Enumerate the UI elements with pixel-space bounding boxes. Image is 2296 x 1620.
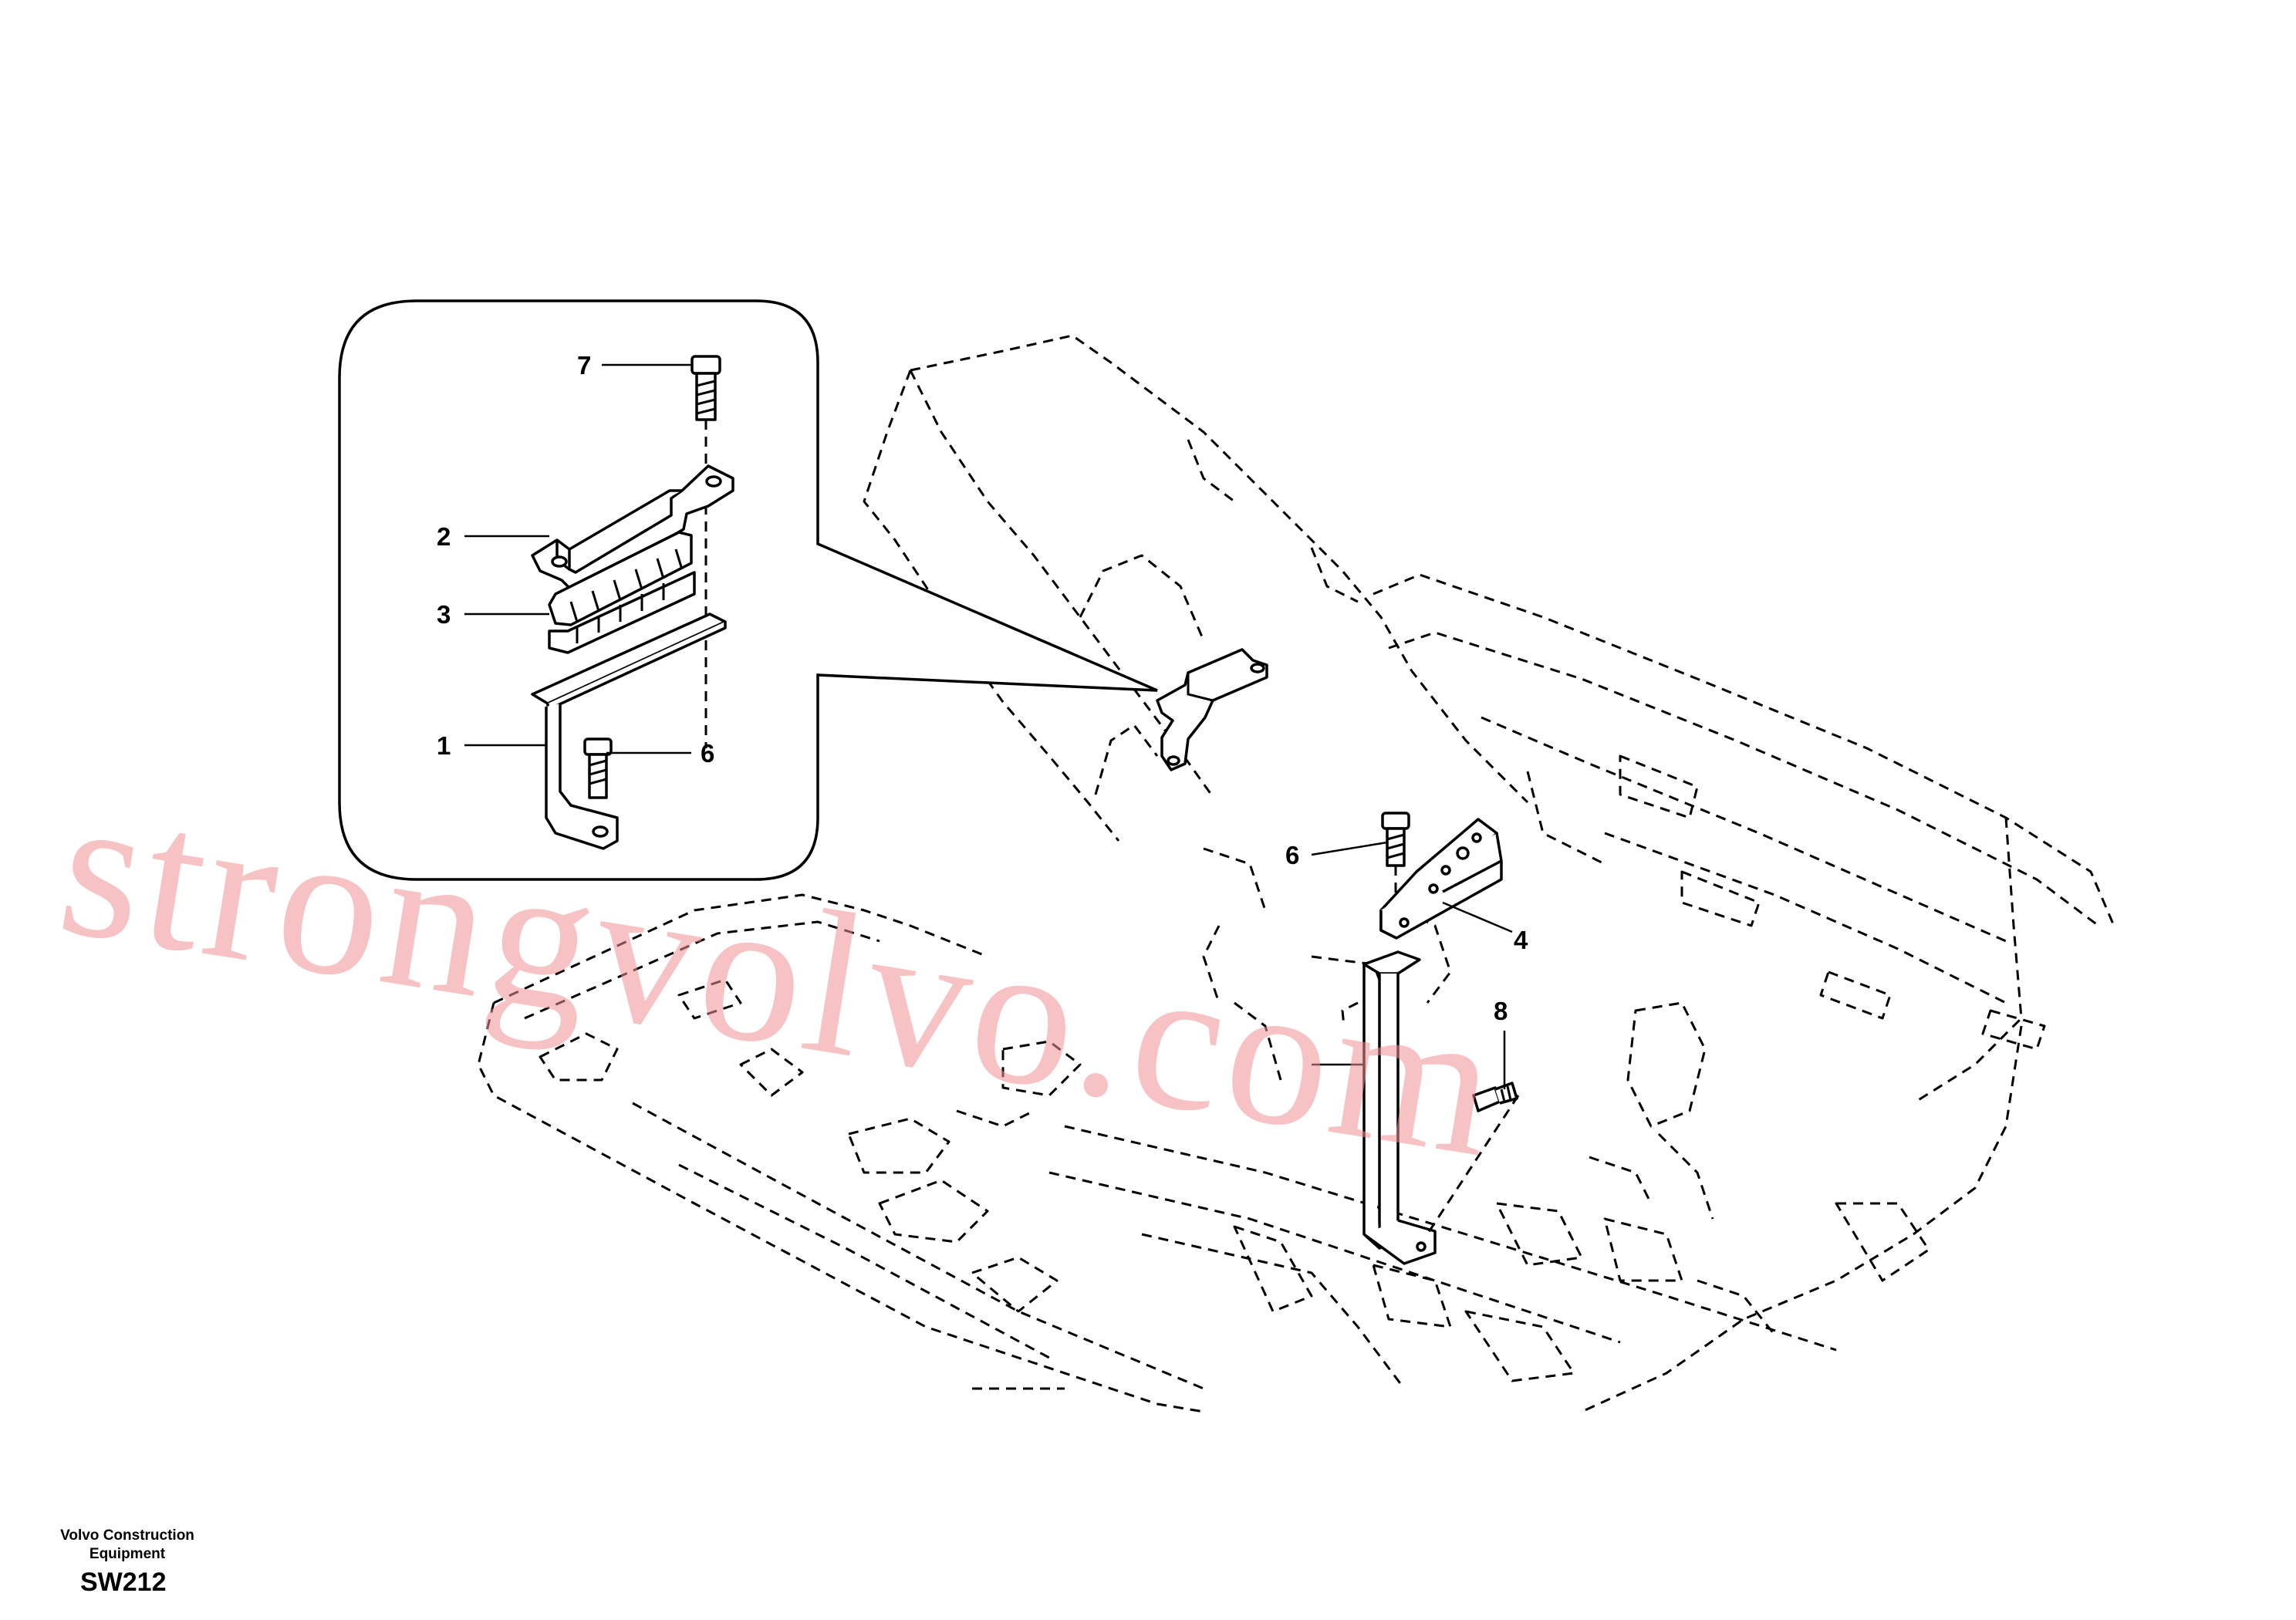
callout-1: 1 [437,731,451,760]
callout-3: 3 [437,600,451,629]
brand-line-2: Equipment [89,1546,166,1562]
plate-bracket-icon [1379,818,1503,940]
support-post-icon [1312,950,1437,1265]
callout-4: 4 [1514,926,1528,954]
detail-inset [338,299,1158,881]
leader-lines [464,363,1513,1089]
drawing-code: SW212 [80,1568,167,1597]
callout-labels: 7 2 3 1 6 6 4 8 [437,351,1528,1025]
brand-line-1: Volvo Construction [60,1527,194,1544]
boom-clamp-icon [1156,648,1268,771]
callout-6-main: 6 [1285,841,1299,869]
inset-frame [338,299,1158,881]
bolt-8-icon [1426,1082,1520,1235]
bolt-6-inset-icon [583,737,613,799]
inset-parts [531,355,734,850]
grommet-icon [548,531,696,654]
callout-2: 2 [437,522,451,551]
main-parts [1156,648,1520,1265]
bracket-lower-icon [531,613,727,850]
callout-8: 8 [1494,997,1508,1025]
callout-6-inset: 6 [701,739,714,768]
machine-frame-outline [477,334,2115,1413]
callout-7: 7 [577,351,591,380]
bolt-7-icon [690,355,721,421]
